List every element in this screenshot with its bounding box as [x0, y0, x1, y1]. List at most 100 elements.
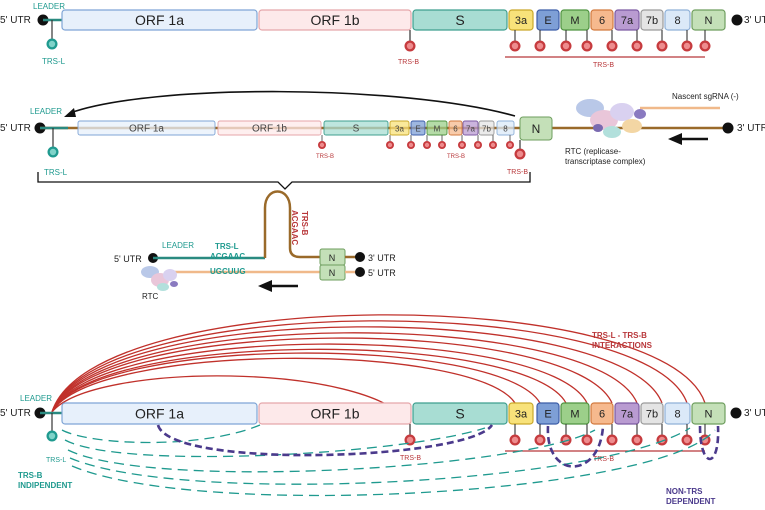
zoom-to-n	[288, 247, 320, 259]
bot-orf-label-4: E	[544, 409, 551, 421]
mid-orf-box-7	[462, 120, 479, 136]
top-orf-label-9: 8	[674, 15, 680, 27]
purple-dash-1	[546, 425, 605, 468]
bot-orf-label-3: 3a	[515, 409, 528, 421]
top-trs-marker-3	[581, 40, 593, 52]
zoom-trs-b-seq: ACGAAC	[290, 210, 299, 245]
mid-orf-label-3: 3a	[395, 125, 404, 134]
top-orf-label-8: 7b	[646, 15, 658, 27]
bot-trs-marker-2	[560, 434, 572, 446]
top-orf-box-5	[560, 9, 590, 31]
mid-cap-3	[722, 122, 734, 134]
top-trs-marker-0	[509, 40, 521, 52]
trs-b-marker	[404, 40, 416, 52]
interactions-label-2: INTERACTIONS	[592, 341, 653, 350]
zoom-cap-5-right	[355, 267, 365, 277]
purple-dash-0	[156, 424, 494, 457]
top-orf-box-0	[61, 9, 258, 31]
top-trs-marker-6	[656, 40, 668, 52]
teal-dash-4	[71, 429, 716, 497]
mid-orf-label-0: ORF 1a	[129, 124, 164, 135]
bot-orf-box-4	[536, 402, 560, 425]
trs-l-label: TRS-L	[42, 57, 66, 66]
mid-trs-b-small-2: TRS-B	[447, 154, 465, 160]
top-orf-label-7: 7a	[621, 15, 634, 27]
rtc-label-1: RTC (replicase-	[565, 147, 621, 156]
interaction-arc-8	[51, 320, 688, 413]
interaction-arc-7	[51, 326, 663, 413]
trs-l-marker	[46, 38, 58, 50]
mid-orf-box-1	[217, 120, 322, 136]
top-trs-marker-7	[681, 40, 693, 52]
mid-orf-label-1: ORF 1b	[252, 124, 287, 135]
bot-orf-box-8	[640, 402, 664, 425]
zoom-n-2: N	[329, 268, 336, 278]
trs-b-bracket-label: TRS-B	[593, 62, 614, 69]
mid-orf-label-8: 7b	[482, 125, 491, 134]
mid-trs-b-row	[318, 135, 514, 149]
top-orf-box-4	[536, 9, 560, 31]
top-trs-marker-4	[606, 40, 618, 52]
bot-orf-box-6	[590, 402, 614, 425]
top-orf-box-10	[691, 9, 726, 31]
interactions-label-1: TRS-L - TRS-B	[592, 331, 647, 340]
bot-orf-label-6: 6	[599, 409, 605, 421]
bot-orf-box-9	[664, 402, 691, 425]
mid-trs-l-label: TRS-L	[44, 168, 68, 177]
top-trs-marker-1	[534, 40, 546, 52]
zoom-trs-l-label: TRS-L	[215, 242, 239, 251]
bot-orf-label-1: ORF 1b	[310, 406, 359, 422]
top-orf-box-9	[664, 9, 691, 31]
mid-trs-marker-core-1	[387, 142, 393, 148]
top-trs-marker-5	[631, 40, 643, 52]
bot-trs-b-label: TRS-B	[400, 455, 421, 462]
zoom-comp-seq: UGCUUG	[210, 267, 246, 276]
bot-trs-marker-0	[509, 434, 521, 446]
bot-cap-3	[730, 407, 742, 419]
top-orf-box-1	[258, 9, 412, 31]
bot-orf-box-7	[614, 402, 640, 425]
trs-b-independent-dashes	[61, 424, 716, 497]
top-orf-label-1: ORF 1b	[310, 12, 359, 28]
bot-orf-label-8: 7b	[646, 409, 658, 421]
zoom-trs-l-seq: ACGAAC	[210, 252, 245, 261]
zoom-n-1: N	[329, 253, 336, 263]
mid-trs-marker-core-7	[490, 142, 496, 148]
cap-3	[731, 14, 743, 26]
nontrs-label-2: DEPENDENT	[666, 497, 715, 505]
mid-trs-marker-core-6	[475, 142, 481, 148]
bot-orf-box-0	[61, 402, 258, 425]
interaction-arc-3	[51, 348, 567, 413]
bot-trs-b-bracket-label: TRS-B	[593, 456, 614, 463]
top-orf-label-10: N	[705, 15, 713, 27]
mid-orf-box-2	[323, 120, 389, 136]
panel-zoom: 5' UTR LEADER TRS-L ACGAAC TRS-B ACGAAC …	[114, 190, 396, 301]
bot-trs-marker-3	[581, 434, 593, 446]
bot-orf-label-5: M	[570, 409, 579, 421]
top-orf-label-6: 6	[599, 15, 605, 27]
mid-trs-marker-core-0	[319, 142, 325, 148]
utr3-label: 3' UTR	[744, 15, 765, 26]
mid-orf-box-0	[77, 120, 216, 136]
jump-arrowhead	[64, 108, 76, 117]
interaction-arc-4	[51, 343, 588, 413]
top-orf-box-7	[614, 9, 640, 31]
top-orf-box-6	[590, 9, 614, 31]
mid-trs-b-small-1: TRS-B	[316, 154, 334, 160]
bot-trs-l-label: TRS-L	[46, 457, 66, 464]
teal-dash-3	[69, 427, 691, 485]
leader-label: LEADER	[33, 2, 65, 11]
mid-leader-label: LEADER	[30, 107, 62, 116]
mid-orf-box-8	[478, 120, 495, 136]
utr5-label: 5' UTR	[0, 15, 31, 26]
mid-orf-label-2: S	[353, 124, 360, 135]
bot-trs-marker-4	[606, 434, 618, 446]
zoom-cap-3	[355, 252, 365, 262]
zoom-loop-top	[263, 190, 292, 209]
mid-orf-box-6	[448, 120, 463, 136]
